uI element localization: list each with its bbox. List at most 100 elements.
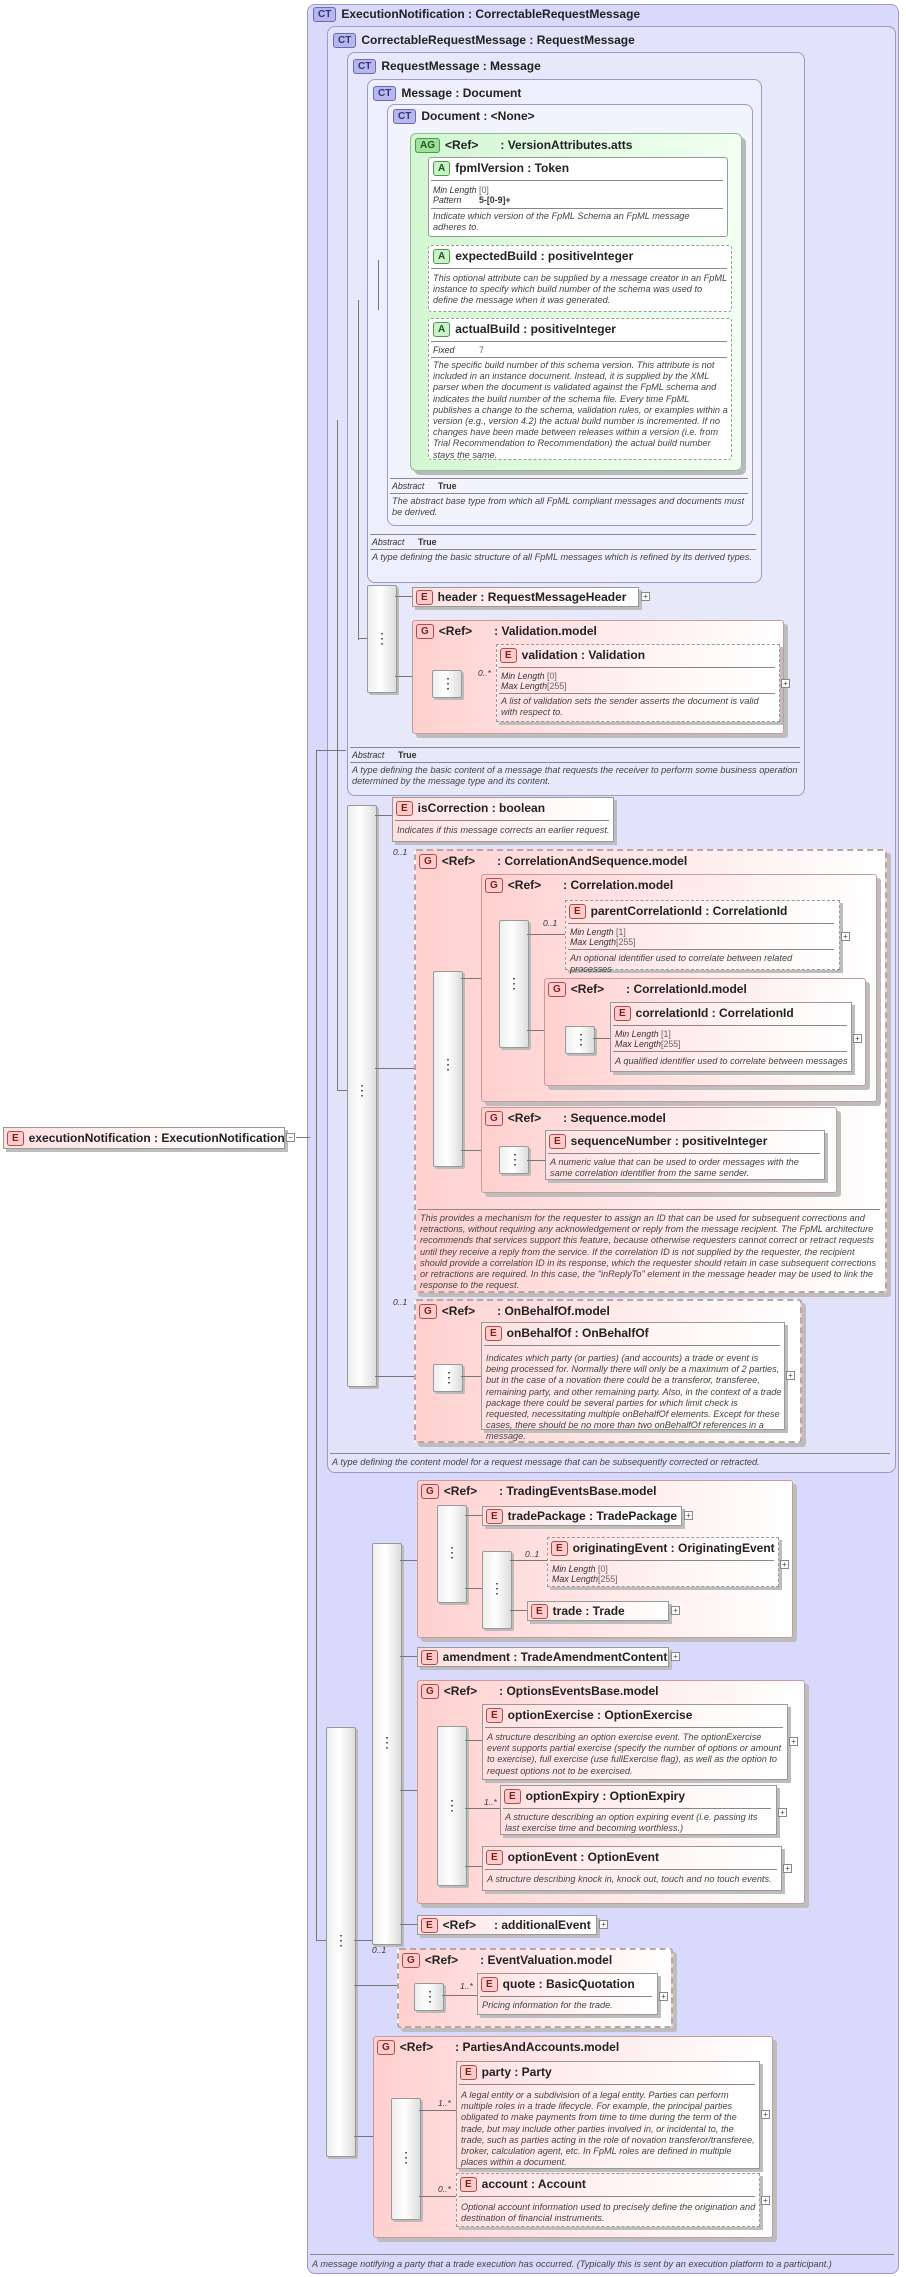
occ-account: 0..* — [438, 2184, 451, 2194]
expand-optexpiry-icon[interactable]: + — [778, 1808, 787, 1817]
sequence-trade[interactable]: ⋮ — [482, 1551, 512, 1629]
element-header-label: header : RequestMessageHeader — [437, 590, 627, 604]
element-badge: E — [486, 1708, 503, 1724]
expand-quote-icon[interactable]: + — [659, 1992, 668, 2001]
expand-validation-icon[interactable]: + — [781, 679, 790, 688]
element-badge: E — [486, 1509, 503, 1525]
sequence-corrseq[interactable]: ⋮ — [433, 971, 463, 1167]
ct-badge: CT — [373, 86, 397, 102]
group-badge: G — [548, 982, 566, 998]
validation-desc: A list of validation sets the sender ass… — [501, 696, 759, 718]
sequence-evalval[interactable]: ⋮ — [414, 1983, 444, 2011]
expand-root-icon[interactable]: − — [286, 1133, 295, 1142]
element-badge: E — [486, 1850, 503, 1866]
attr-expected-desc: This optional attribute can be supplied … — [433, 273, 727, 306]
expand-additional-icon[interactable]: + — [599, 1920, 608, 1929]
occ-parentcorr: 0..1 — [543, 918, 558, 928]
occ-corrseq: 0..1 — [393, 847, 408, 857]
quote-label: quote : BasicQuotation — [502, 1977, 635, 1991]
attr-actual-label: actualBuild : positiveInteger — [455, 322, 616, 336]
sequence-execution[interactable]: ⋮ — [326, 1727, 356, 2157]
sequence-parties[interactable]: ⋮ — [391, 2098, 421, 2220]
expand-tradepackage-icon[interactable]: + — [684, 1511, 693, 1520]
expand-trade-icon[interactable]: + — [671, 1606, 680, 1615]
optexpiry-desc: A structure describing an option expirin… — [505, 1812, 758, 1834]
element-badge: E — [460, 2177, 477, 2193]
element-badge: E — [421, 1650, 438, 1666]
ct-badge: CT — [333, 33, 357, 49]
ct-badge: CT — [353, 59, 377, 75]
sequence-request[interactable]: ⋮ — [367, 585, 397, 693]
element-additional-event[interactable]: E<Ref>: additionalEvent — [417, 1915, 597, 1935]
expand-header-icon[interactable]: + — [641, 592, 650, 601]
element-badge: E — [460, 2065, 477, 2081]
expand-account-icon[interactable]: + — [761, 2196, 770, 2205]
expand-optevent-icon[interactable]: + — [783, 1864, 792, 1873]
sequence-correctable[interactable]: ⋮ — [347, 805, 377, 1387]
validation-facet-1: Min Length[0] — [501, 671, 557, 681]
element-badge: E — [421, 1918, 438, 1934]
ag-version-title: AG<Ref>: VersionAttributes.atts — [415, 138, 632, 154]
element-validation-label: validation : Validation — [521, 648, 646, 662]
occ-onbehalf: 0..1 — [393, 1297, 408, 1307]
element-badge: E — [569, 904, 586, 920]
originating-facet-1: Min Length[0] — [552, 1564, 608, 1574]
element-badge: E — [549, 1134, 566, 1150]
element-badge: E — [396, 801, 413, 817]
ct-request-desc: A type defining the basic content of a m… — [352, 765, 798, 787]
sequence-execution-choice[interactable]: ⋮ — [372, 1543, 402, 1945]
expand-amendment-icon[interactable]: + — [671, 1652, 680, 1661]
group-badge: G — [419, 854, 437, 870]
group-badge: G — [421, 1484, 439, 1500]
originating-facet-2: Max Length[255] — [552, 1574, 618, 1584]
sequence-onbehalf[interactable]: ⋮ — [433, 1364, 463, 1392]
sequence-correlation-id[interactable]: ⋮ — [565, 1026, 595, 1054]
sequence-correlation[interactable]: ⋮ — [499, 920, 529, 1048]
attr-fpml-desc: Indicate which version of the FpML Schem… — [433, 211, 690, 233]
sequence-trading[interactable]: ⋮ — [437, 1505, 467, 1603]
sequence-sequence[interactable]: ⋮ — [499, 1146, 529, 1174]
expand-parentcorr-icon[interactable]: + — [841, 932, 850, 941]
trade-label: trade : Trade — [552, 1604, 625, 1618]
expand-corrid-icon[interactable]: + — [853, 1034, 862, 1043]
element-is-correction-label: isCorrection : boolean — [417, 801, 546, 815]
ct-request-label: RequestMessage : Message — [381, 59, 541, 73]
group-badge: G — [485, 878, 503, 894]
expand-onbehalf-icon[interactable]: + — [786, 1371, 795, 1380]
expand-optexercise-icon[interactable]: + — [789, 1737, 798, 1746]
attr-fpml-label: fpmlVersion : Token — [455, 161, 570, 175]
attr-actual-desc: The specific build number of this schema… — [433, 360, 728, 460]
expand-party-icon[interactable]: + — [761, 2110, 770, 2119]
optexpiry-label: optionExpiry : OptionExpiry — [525, 1789, 686, 1803]
expand-originating-icon[interactable]: + — [780, 1560, 789, 1569]
sequence-options[interactable]: ⋮ — [437, 1726, 467, 1886]
corrid-facet-2: Max Length[255] — [615, 1039, 681, 1049]
element-badge: E — [500, 648, 517, 664]
element-badge: E — [614, 1006, 631, 1022]
sequence-validation[interactable]: ⋮ — [432, 670, 462, 698]
validation-facet-2: Max Length[255] — [501, 681, 567, 691]
